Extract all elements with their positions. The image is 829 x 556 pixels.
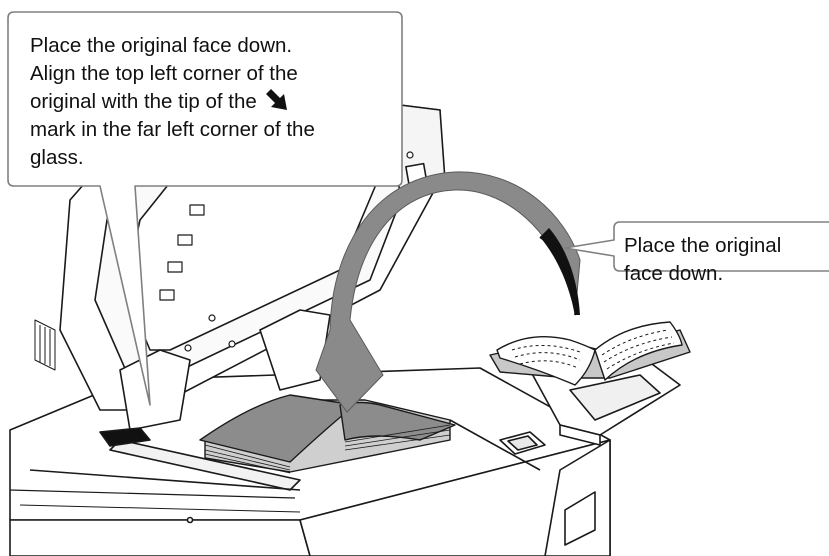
callout-side-line-1: Place the original <box>624 234 781 257</box>
callout-main-line-1: Place the original face down. <box>30 34 292 57</box>
alignment-arrow-icon <box>263 88 293 112</box>
callout-main-line-4: mark in the far left corner of the <box>30 118 315 141</box>
callout-main-line-2: Align the top left corner of the <box>30 62 298 85</box>
callout-main-line-5: glass. <box>30 146 84 169</box>
callout-main-line-3: original with the tip of the <box>30 90 257 113</box>
callout-side-text: Place the original face down. <box>624 232 829 288</box>
callout-main-text: Place the original face down. Align the … <box>30 32 390 172</box>
callout-side-line-2: face down. <box>624 262 723 285</box>
